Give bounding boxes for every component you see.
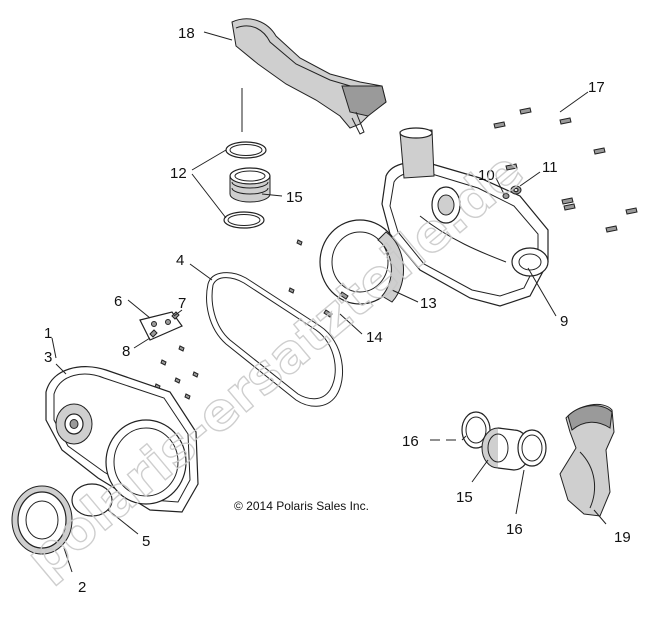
callout-3: 3 <box>44 349 52 366</box>
callout-10: 10 <box>478 167 495 184</box>
callout-4: 4 <box>176 252 184 269</box>
outlet-duct-part-19 <box>559 403 615 517</box>
clamp-upper-part-12 <box>225 141 267 159</box>
callout-8: 8 <box>122 343 130 360</box>
callout-labels: 18 17 12 15 11 10 4 6 7 13 9 8 14 1 3 16… <box>44 25 631 596</box>
clamp-lower-left-part-16 <box>461 411 491 449</box>
clamp-lower-part-12 <box>223 211 265 229</box>
round-cover-part-2 <box>11 485 73 555</box>
callout-2: 2 <box>78 579 86 596</box>
callout-14: 14 <box>366 329 383 346</box>
callout-19: 19 <box>614 529 631 546</box>
callout-7: 7 <box>178 295 186 312</box>
cover-bolts <box>154 107 638 400</box>
bolt-part-14 <box>323 291 349 318</box>
callout-11: 11 <box>542 159 558 176</box>
drive-belt-part-4 <box>206 272 343 407</box>
callout-18: 18 <box>178 25 195 42</box>
callout-13: 13 <box>420 295 437 312</box>
callout-6: 6 <box>114 293 122 310</box>
clamp-lower-right-part-16 <box>517 429 547 467</box>
callout-15-lower: 15 <box>456 489 473 506</box>
outer-clutch-cover-part-1 <box>45 366 199 513</box>
callout-15-upper: 15 <box>286 189 303 206</box>
callout-5: 5 <box>142 533 150 550</box>
coupler-upper-part-15 <box>229 167 271 203</box>
washer-part-10 <box>502 193 510 199</box>
copyright-text: © 2014 Polaris Sales Inc. <box>234 499 369 513</box>
callout-17: 17 <box>588 79 605 96</box>
callout-12: 12 <box>170 165 187 182</box>
nut-part-11 <box>510 185 522 195</box>
watermark-text: polaris-ersatzteile.de <box>16 141 535 590</box>
screw-part-8 <box>149 329 158 338</box>
air-intake-duct-part-18 <box>231 18 387 135</box>
callout-16-left: 16 <box>402 433 419 450</box>
callout-1: 1 <box>44 325 52 342</box>
leader-lines <box>51 31 607 573</box>
inspection-cover-part-5 <box>71 483 113 517</box>
seal-ring-part-13 <box>319 219 404 305</box>
callout-9: 9 <box>560 313 568 330</box>
callout-16-right: 16 <box>506 521 523 538</box>
